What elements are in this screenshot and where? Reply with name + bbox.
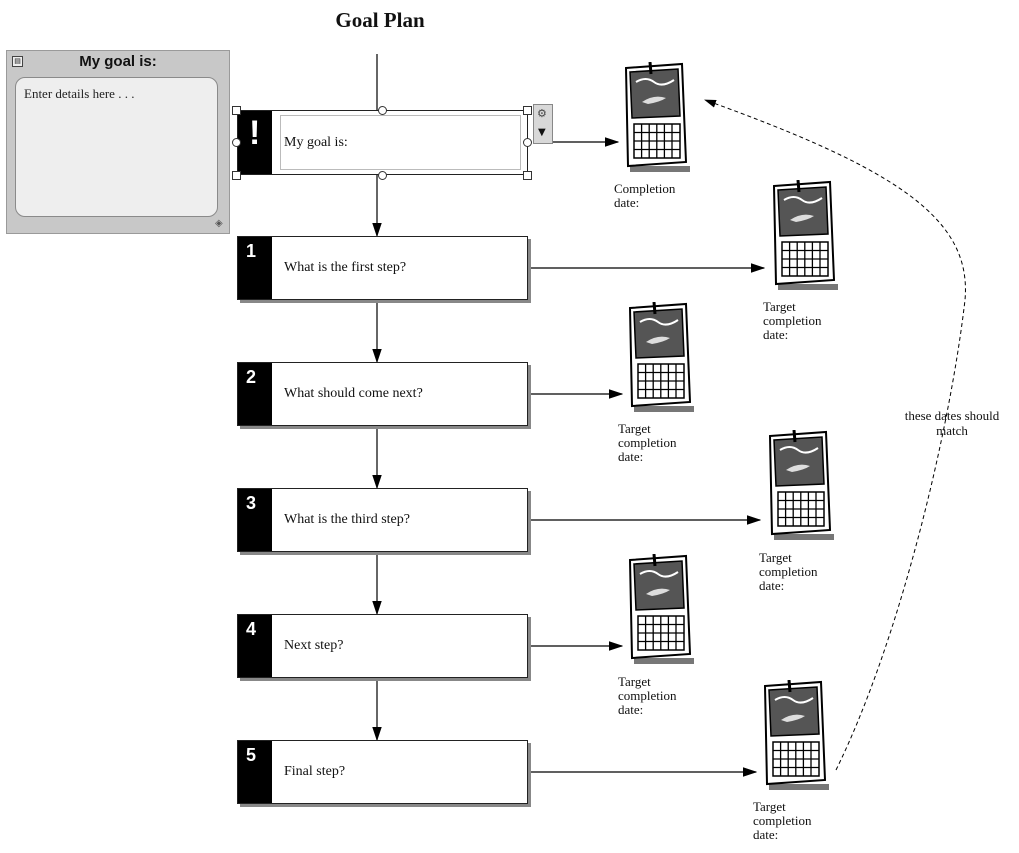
step-box-2[interactable]: 2 What should come next?: [237, 362, 528, 426]
goal-details-field[interactable]: Enter details here . . .: [15, 77, 218, 217]
goal-text-frame: [280, 115, 521, 170]
goal-box[interactable]: ! My goal is:: [237, 110, 528, 175]
step-box-5[interactable]: 5 Final step?: [237, 740, 528, 804]
step-label: Final step?: [284, 764, 346, 779]
step-number-tab: 4: [238, 615, 272, 677]
step5-calendar-label: Target completion date:: [753, 800, 853, 842]
label-line: date:: [759, 578, 785, 593]
label-line: completion: [618, 688, 677, 703]
goal-box-label: My goal is:: [284, 134, 348, 150]
note-menu-icon[interactable]: ▤: [12, 56, 23, 67]
step-number-tab: 2: [238, 363, 272, 425]
label-line: Target: [759, 550, 792, 565]
smart-tag-icon: ⚙: [537, 107, 547, 120]
label-line: date:: [614, 195, 640, 210]
label-line: Target: [753, 799, 786, 814]
step1-calendar-label: Target completion date:: [763, 300, 863, 342]
goal-calendar-label: Completion date:: [614, 182, 714, 210]
annotation-line: these dates should: [904, 408, 1000, 423]
calendar-icon[interactable]: [759, 679, 831, 792]
resize-handle-bottom[interactable]: [378, 171, 387, 180]
page-title: Goal Plan: [335, 8, 425, 32]
resize-handle-bottom-left[interactable]: [232, 171, 241, 180]
step-label: What should come next?: [284, 386, 423, 401]
label-line: completion: [753, 813, 812, 828]
label-line: completion: [763, 313, 822, 328]
resize-handle-left[interactable]: [232, 138, 241, 147]
step-number-tab: 5: [238, 741, 272, 803]
resize-handle-right[interactable]: [523, 138, 532, 147]
calendar-icon[interactable]: [620, 61, 692, 174]
step-number: 1: [246, 241, 257, 261]
step-label: What is the first step?: [284, 260, 407, 275]
goal-note-panel[interactable]: ▤ My goal is: Enter details here . . . ◈: [6, 50, 230, 234]
label-line: completion: [618, 435, 677, 450]
step-box-1[interactable]: 1 What is the first step?: [237, 236, 528, 300]
exclamation-icon: !: [249, 114, 261, 152]
calendar-icon[interactable]: [764, 429, 836, 542]
calendar-icon[interactable]: [624, 301, 696, 414]
dates-match-annotation: these dates should match: [884, 408, 1019, 438]
label-line: Target: [618, 674, 651, 689]
step-number: 5: [246, 745, 257, 765]
label-line: Target: [618, 421, 651, 436]
resize-grip-icon[interactable]: ◈: [215, 218, 223, 229]
calendar-icon[interactable]: [768, 179, 840, 292]
resize-handle-top[interactable]: [378, 106, 387, 115]
chevron-down-icon: ▼: [538, 127, 546, 138]
step-label: What is the third step?: [284, 512, 410, 527]
note-header: My goal is:: [79, 53, 157, 70]
step2-calendar-label: Target completion date:: [618, 422, 718, 464]
label-line: completion: [759, 564, 818, 579]
label-line: date:: [618, 702, 644, 717]
step-number-tab: 1: [238, 237, 272, 299]
label-line: Completion: [614, 181, 676, 196]
goal-marker-tab: !: [238, 111, 272, 174]
resize-handle-top-left[interactable]: [232, 106, 241, 115]
step-number: 2: [246, 367, 257, 387]
step-box-4[interactable]: 4 Next step?: [237, 614, 528, 678]
label-line: date:: [618, 449, 644, 464]
resize-handle-bottom-right[interactable]: [523, 171, 532, 180]
step3-calendar-label: Target completion date:: [759, 551, 859, 593]
step4-calendar-label: Target completion date:: [618, 675, 718, 717]
label-line: Target: [763, 299, 796, 314]
step-box-3[interactable]: 3 What is the third step?: [237, 488, 528, 552]
label-line: date:: [763, 327, 789, 342]
resize-handle-top-right[interactable]: [523, 106, 532, 115]
calendar-icon[interactable]: [624, 553, 696, 666]
step-number: 3: [246, 493, 257, 513]
shape-options-button[interactable]: ⚙ ▼: [533, 104, 553, 144]
label-line: date:: [753, 827, 779, 842]
dashed-match-arrow: [704, 99, 966, 771]
annotation-line: match: [936, 423, 968, 438]
step-label: Next step?: [284, 638, 344, 653]
step-number: 4: [246, 619, 257, 639]
step-number-tab: 3: [238, 489, 272, 551]
